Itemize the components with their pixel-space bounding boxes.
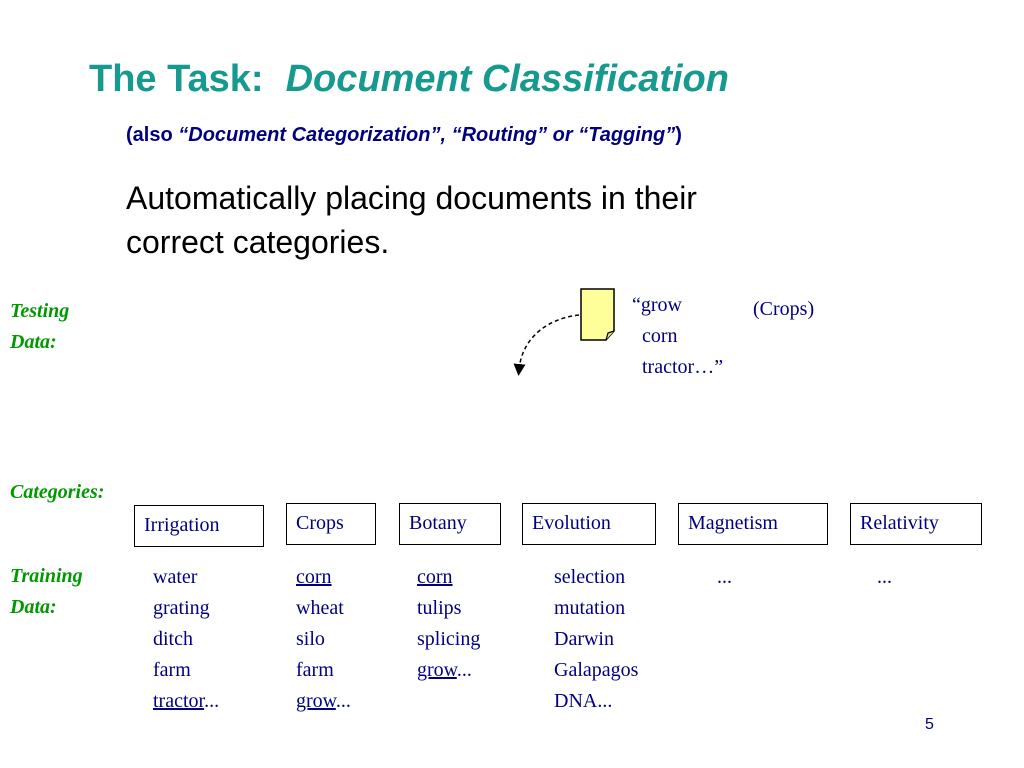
subtitle-close: )	[675, 124, 682, 146]
category-box-botany: Botany	[399, 503, 501, 545]
title-emphasis: Document Classification	[285, 58, 729, 100]
training-column-evolution: selection mutation Darwin Galapagos DNA.…	[554, 562, 638, 717]
testing-data-label: Testing Data:	[10, 296, 69, 358]
training-word: farm	[296, 659, 334, 681]
training-column-irrigation: water grating ditch farm tractor...	[153, 562, 219, 717]
training-word-underlined: corn	[417, 566, 453, 588]
category-box-crops: Crops	[286, 503, 376, 545]
training-word-underlined: corn	[296, 566, 332, 588]
categories-label: Categories:	[10, 481, 105, 503]
slide-subtitle: (also “Document Categorization”, “Routin…	[126, 124, 682, 147]
ellipsis: ...	[456, 659, 472, 681]
training-word: mutation	[554, 597, 626, 619]
training-word: silo	[296, 628, 325, 650]
training-column-crops: corn wheat silo farm grow...	[296, 562, 351, 717]
training-word: grating	[153, 597, 210, 619]
title-prefix: The Task:	[89, 58, 264, 100]
training-word: tulips	[417, 597, 462, 619]
training-word: splicing	[417, 628, 481, 650]
training-word: wheat	[296, 597, 344, 619]
training-word-underlined: grow	[417, 659, 457, 681]
category-box-evolution: Evolution	[522, 503, 656, 545]
description-line-2: correct categories.	[126, 224, 390, 260]
ellipsis: ...	[335, 690, 351, 712]
subtitle-italic: “Document Categorization”, “Routing” or …	[178, 124, 676, 146]
testing-label-line-2: Data:	[10, 331, 57, 353]
training-word: ...	[717, 566, 732, 588]
subtitle-open: (also	[126, 124, 179, 146]
category-box-irrigation: Irrigation	[134, 505, 264, 547]
training-label-line-2: Data:	[10, 596, 57, 618]
description-line-1: Automatically placing documents in their	[126, 180, 697, 216]
testing-label-line-1: Testing	[10, 300, 70, 322]
dashed-curved-arrow-icon	[513, 314, 580, 376]
training-label-line-1: Training	[10, 565, 83, 587]
training-word: selection	[554, 566, 626, 588]
slide-title: The Task: Document Classification	[89, 58, 729, 101]
category-box-relativity: Relativity	[850, 503, 982, 545]
training-word-last: grow...	[296, 686, 351, 717]
training-word-underlined: tractor	[153, 690, 205, 712]
training-word-first: corn	[417, 562, 480, 593]
document-icon	[580, 288, 615, 341]
training-word: Galapagos	[554, 659, 639, 681]
training-word-underlined: grow	[296, 690, 336, 712]
training-column-botany: corn tulips splicing grow...	[417, 562, 480, 686]
training-word: farm	[153, 659, 191, 681]
training-word-last: tractor...	[153, 686, 219, 717]
predicted-category-label: (Crops)	[753, 298, 815, 320]
ellipsis: ...	[204, 690, 220, 712]
training-word: ditch	[153, 628, 193, 650]
description: Automatically placing documents in their…	[126, 176, 697, 264]
training-word: ...	[877, 566, 892, 588]
training-word: Darwin	[554, 628, 614, 650]
training-column-magnetism: ...	[717, 562, 732, 593]
page-number: 5	[925, 716, 934, 733]
training-word-first: corn	[296, 562, 351, 593]
training-word-last: grow...	[417, 655, 480, 686]
training-column-relativity: ...	[877, 562, 892, 593]
category-box-magnetism: Magnetism	[678, 503, 828, 545]
training-data-label: Training Data:	[10, 561, 83, 623]
training-word: water	[153, 566, 198, 588]
test-document-text: “grow corn tractor…”	[632, 294, 724, 378]
training-word: DNA...	[554, 690, 613, 712]
